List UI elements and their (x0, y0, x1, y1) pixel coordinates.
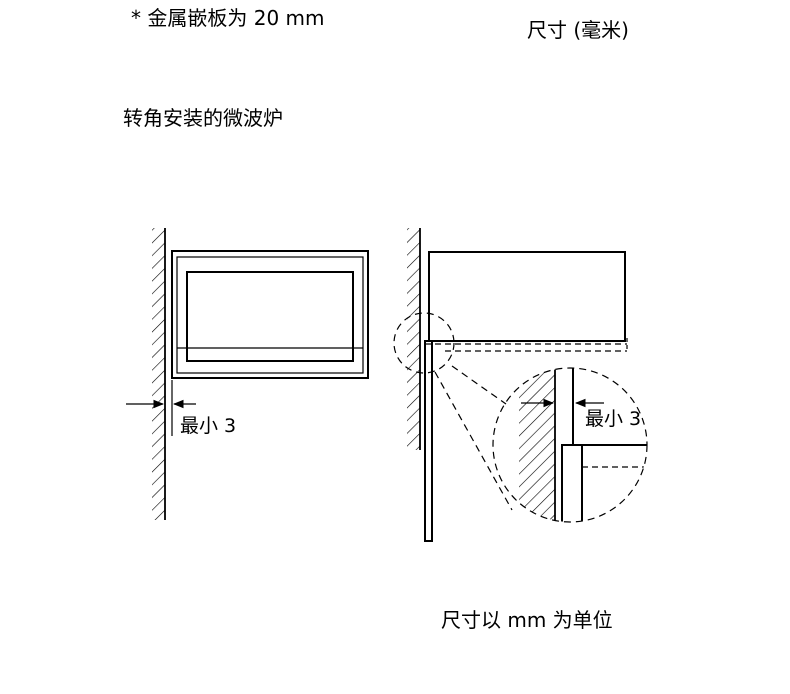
metal-panel-note: * 金属嵌板为 20 mm (131, 6, 325, 30)
microwave-side-view (425, 251, 628, 352)
left-gap-dimension (126, 380, 196, 436)
left-gap-label: 最小 3 (180, 415, 236, 437)
unit-footer-note: 尺寸以 mm 为单位 (441, 608, 613, 632)
zoom-gap-label: 最小 3 (585, 408, 641, 430)
zoom-detail (519, 368, 647, 522)
metal-panel (424, 340, 433, 542)
microwave-front-view (171, 250, 369, 379)
left-wall (152, 228, 166, 520)
section-title: 转角安装的微波炉 (123, 106, 283, 130)
dimension-unit-title: 尺寸 (毫米) (527, 18, 629, 42)
right-wall (407, 228, 421, 450)
